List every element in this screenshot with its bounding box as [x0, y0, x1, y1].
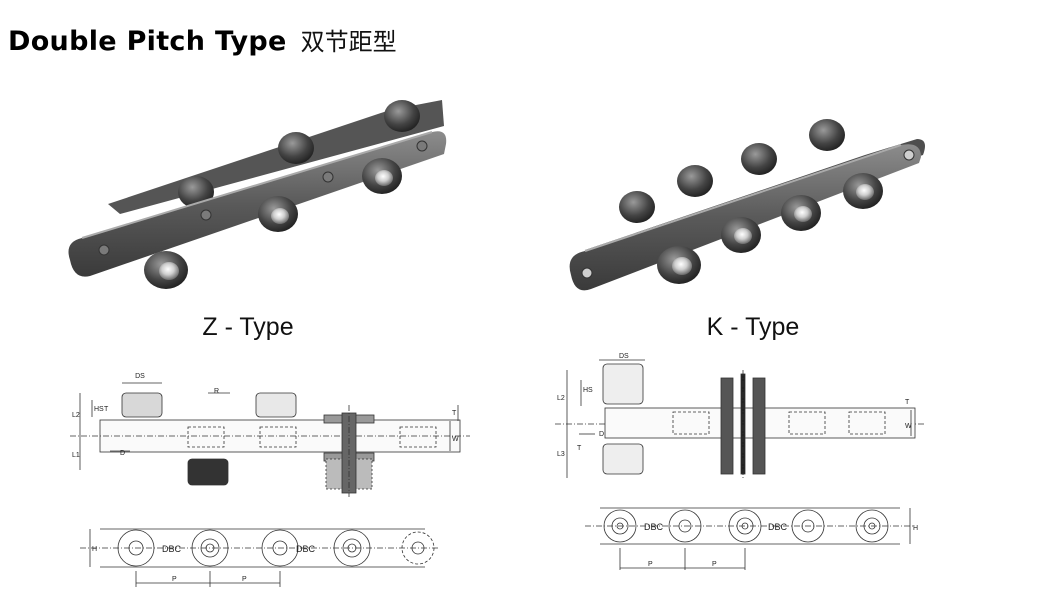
- k-type-top-drawing: H DBC DBC P P: [585, 507, 918, 570]
- z-type-label: Z - Type: [202, 313, 294, 341]
- k-dim-t: T: [577, 445, 582, 452]
- k-dim-l3: L3: [557, 451, 565, 458]
- z-dbc-2: DBC: [296, 544, 316, 554]
- k-dim-h: H: [913, 525, 918, 532]
- z-dim-r: R: [214, 388, 219, 395]
- z-dim-t: T: [104, 406, 109, 413]
- z-type-chain-photo: [68, 100, 447, 289]
- z-type-side-drawing: DS R HS T L2 L1 D W T: [70, 373, 470, 497]
- z-dim-w: W: [452, 436, 459, 443]
- z-dim-p2: P: [242, 576, 247, 583]
- z-dbc-1: DBC: [162, 544, 182, 554]
- z-dim-l2: L2: [72, 412, 80, 419]
- z-dim-hs: HS: [94, 406, 104, 413]
- z-dim-l1: L1: [72, 452, 80, 459]
- k-dim-t2: T: [905, 399, 910, 406]
- k-dim-p1: P: [648, 561, 653, 568]
- title-english: Double Pitch Type: [8, 26, 287, 57]
- page-title: Double Pitch Type 双节距型: [8, 22, 397, 58]
- z-dim-d: D: [120, 450, 125, 457]
- k-dbc-2: DBC: [768, 522, 788, 532]
- k-dim-hs: HS: [583, 387, 593, 394]
- z-dim-t2: T: [452, 410, 457, 417]
- k-dim-d: D: [599, 431, 604, 438]
- k-type-label: K - Type: [706, 313, 800, 341]
- z-dim-ds: DS: [135, 373, 145, 380]
- k-type-side-drawing: DS HS L2 L3 T D T W: [555, 353, 925, 480]
- z-dim-h: H: [92, 546, 97, 553]
- k-bottom-rollers: [657, 173, 883, 284]
- k-dim-ds: DS: [619, 353, 629, 360]
- k-type-chain-photo: [569, 119, 925, 291]
- z-top-rollers: [178, 100, 420, 208]
- k-dim-w: W: [905, 423, 912, 430]
- k-dim-l2: L2: [557, 395, 565, 402]
- k-dim-p2: P: [712, 561, 717, 568]
- z-bottom-rollers: [144, 158, 402, 289]
- z-dim-p1: P: [172, 576, 177, 583]
- k-top-rollers: [619, 119, 845, 223]
- z-type-top-drawing: H DBC DBC P P: [80, 528, 440, 587]
- title-chinese: 双节距型: [300, 28, 397, 56]
- k-dbc-1: DBC: [644, 522, 664, 532]
